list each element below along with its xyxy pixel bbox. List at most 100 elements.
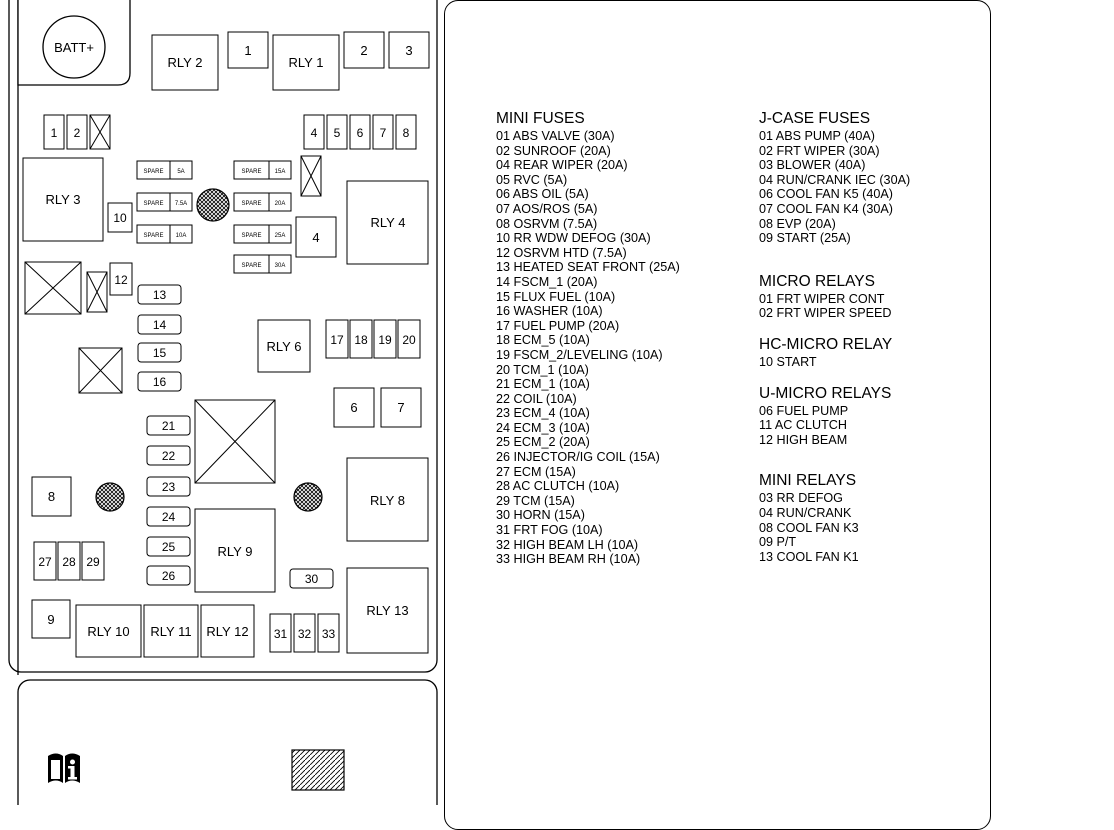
fuse-slot: 13 <box>137 284 182 305</box>
fuse-slot: 8 <box>31 476 72 517</box>
relay-rly12: RLY 12 <box>200 604 255 658</box>
fuse-slot: 1 <box>227 31 269 69</box>
fuse-slot: 19 <box>373 319 397 359</box>
hc-micro-relay-list: 10 START <box>759 355 910 370</box>
slot-label: 32 <box>298 627 312 641</box>
fuse-slot: 14 <box>137 314 182 335</box>
legend-item: 04 REAR WIPER (20A) <box>496 158 628 173</box>
slot-label: 29 <box>86 555 100 569</box>
section-title: MINI FUSES <box>496 110 585 127</box>
legend-item: 32 HIGH BEAM LH (10A) <box>496 537 639 552</box>
spare-label: SPARE <box>144 233 164 239</box>
fuse-slot: 32 <box>293 613 316 653</box>
fuse-slot: 15 <box>137 342 182 363</box>
relay-label: RLY 6 <box>267 339 302 354</box>
spare-label: SPARE <box>242 263 262 269</box>
empty-fuse-slot <box>86 271 108 313</box>
fuse-slot: 29 <box>81 541 105 581</box>
fuse-slot: 20 <box>397 319 421 359</box>
slot-label: 15 <box>153 346 167 360</box>
legend-item: 01 ABS VALVE (30A) <box>496 129 615 143</box>
legend-item: 02 FRT WIPER (30A) <box>759 143 880 158</box>
relay-label: RLY 2 <box>168 55 203 70</box>
legend-item: 26 INJECTOR/IG COIL (15A) <box>496 450 660 465</box>
fuse-slot: 27 <box>33 541 57 581</box>
fuse-slot: 7 <box>372 114 394 150</box>
relay-rly4: RLY 4 <box>346 180 429 265</box>
slot-label: 8 <box>403 126 410 140</box>
legend-item: 06 COOL FAN K5 (40A) <box>759 187 893 202</box>
slot-label: 4 <box>311 126 318 140</box>
fuse-slot: 1 <box>43 114 65 150</box>
legend-item: 25 ECM_2 (20A) <box>496 435 590 450</box>
fuse-slot: 2 <box>343 31 385 69</box>
fuse-slot: 3 <box>388 31 430 69</box>
legend-item: 19 FSCM_2/LEVELING (10A) <box>496 347 663 362</box>
slot-label: 7 <box>397 400 404 415</box>
section-title: MICRO RELAYS <box>759 272 875 290</box>
legend-item: 08 EVP (20A) <box>759 216 836 231</box>
legend-item: 12 OSRVM HTD (7.5A) <box>496 245 627 260</box>
slot-label: 30 <box>305 572 319 586</box>
fuse-slot: 28 <box>57 541 81 581</box>
slot-label: 23 <box>162 480 176 494</box>
stud-terminal <box>293 482 323 512</box>
legend-item: 22 COIL (10A) <box>496 391 577 406</box>
legend-item: 16 WASHER (10A) <box>496 304 603 319</box>
legend-item: 23 ECM_4 (10A) <box>496 406 590 421</box>
spare-label: SPARE <box>242 201 262 207</box>
mini-fuses-list: 01 ABS VALVE (30A)02 SUNROOF (20A)04 REA… <box>496 129 680 567</box>
batt-terminal <box>42 15 106 79</box>
fuse-slot: 6 <box>333 387 375 428</box>
fuse-box-lower-outline <box>17 679 438 805</box>
empty-fuse-slot <box>89 114 111 150</box>
slot-label: 27 <box>38 555 52 569</box>
slot-label: 21 <box>162 419 176 433</box>
fuse-slot: 2 <box>66 114 88 150</box>
empty-fuse-slot <box>300 155 322 197</box>
j-case-fuses-section: J-CASE FUSES 01 ABS PUMP (40A)02 FRT WIP… <box>759 109 910 246</box>
relay-label: RLY 10 <box>87 624 129 639</box>
slot-label: 6 <box>350 400 357 415</box>
relay-rly3: RLY 3 <box>22 157 104 242</box>
section-title: HC-MICRO RELAY <box>759 335 893 353</box>
legend-item: 33 HIGH BEAM RH (10A) <box>496 552 641 567</box>
fuse-slot: 9 <box>31 599 71 639</box>
legend-item: 09 P/T <box>759 535 797 550</box>
legend-item: 09 START (25A) <box>759 231 851 246</box>
spare-label: SPARE <box>144 201 164 207</box>
relay-rly13: RLY 13 <box>346 567 429 654</box>
legend-item: 11 AC CLUTCH <box>759 418 847 433</box>
slot-label: 25 <box>162 540 176 554</box>
relay-rly11: RLY 11 <box>143 604 199 658</box>
legend-column-right: J-CASE FUSES 01 ABS PUMP (40A)02 FRT WIP… <box>759 109 910 574</box>
legend-item: 07 COOL FAN K4 (30A) <box>759 201 893 216</box>
slot-label: 19 <box>378 333 392 347</box>
legend-item: 30 HORN (15A) <box>496 508 585 523</box>
slot-label: 10 <box>113 211 127 225</box>
slot-label: 20 <box>402 333 416 347</box>
slot-label: 7 <box>380 126 387 140</box>
spare-rating: 15A <box>275 169 286 175</box>
hc-micro-relay-section: HC-MICRO RELAY 10 START <box>759 335 910 370</box>
slot-label: 1 <box>244 43 251 58</box>
slot-label: 4 <box>312 230 319 245</box>
relay-label: RLY 8 <box>370 493 405 508</box>
fuse-slot: 23 <box>146 476 191 497</box>
slot-label: 1 <box>51 126 58 140</box>
slot-label: 9 <box>47 612 54 627</box>
slot-label: 2 <box>74 126 81 140</box>
fuse-slot: 16 <box>137 371 182 392</box>
legend-item: 20 TCM_1 (10A) <box>496 362 589 377</box>
slot-label: 17 <box>330 333 344 347</box>
legend-item: 08 OSRVM (7.5A) <box>496 216 598 231</box>
fuse-slot: 17 <box>325 319 349 359</box>
legend-item: 31 FRT FOG (10A) <box>496 523 603 538</box>
legend-item: 21 ECM_1 (10A) <box>496 377 590 392</box>
